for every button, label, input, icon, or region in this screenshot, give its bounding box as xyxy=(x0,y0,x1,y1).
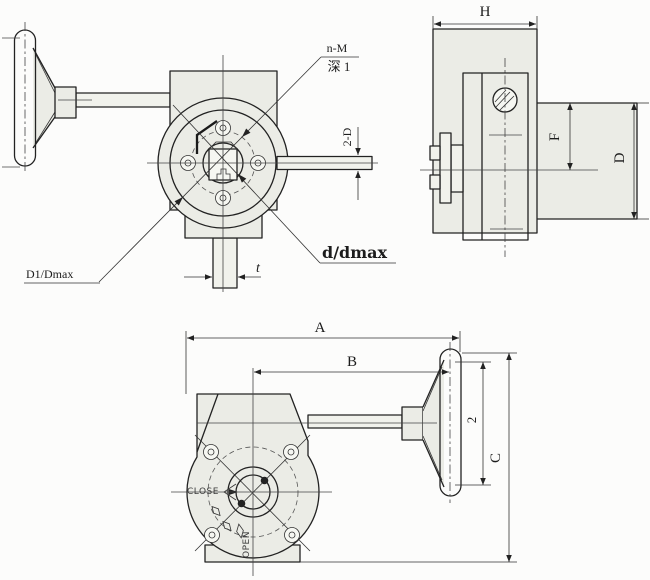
dimension-stem-width: t xyxy=(184,261,261,280)
cone-edge xyxy=(32,116,56,149)
label-handwheel-center-dim: B xyxy=(347,354,357,370)
cone-edge-inner xyxy=(34,111,56,145)
label-output-shaft-dim: 2-D xyxy=(340,127,354,146)
cone-edge-inner xyxy=(422,435,443,481)
dimension-overall-height: C xyxy=(488,353,512,562)
indicator-dot xyxy=(260,476,269,485)
dimension-body-height: D xyxy=(612,103,637,219)
input-shaft-plan xyxy=(307,414,403,429)
label-thread-spec: n-M xyxy=(327,41,348,55)
label-handwheel-width-dim: 2 xyxy=(464,417,479,424)
dimension-overall-length: A xyxy=(187,320,459,341)
handwheel-cone xyxy=(33,48,55,148)
front-view: n-M 深 1 2-D d/dmax D1/Dmax t xyxy=(2,22,396,292)
bolt-hole-inner xyxy=(288,531,296,539)
handwheel-hub xyxy=(54,86,77,119)
rotation-mark xyxy=(211,505,221,517)
dimension-flange-offset: F xyxy=(547,103,573,170)
hatch-line xyxy=(499,95,515,111)
leader-arrow xyxy=(238,174,247,183)
label-thread-depth: 深 1 xyxy=(328,59,351,74)
valve-stem xyxy=(212,237,238,289)
shaft-mount xyxy=(429,132,464,204)
label-overall-length-dim: A xyxy=(315,320,326,336)
leader-arrow xyxy=(242,128,251,137)
label-body-width-dim: H xyxy=(480,4,491,20)
handwheel-front xyxy=(2,22,92,174)
mount-tab xyxy=(429,145,441,161)
mount-tab xyxy=(429,174,441,190)
indicator-dot xyxy=(237,499,246,508)
rotation-mark xyxy=(222,520,232,532)
bolt-hole-inner xyxy=(287,448,295,456)
label-bore-dim: d/dmax xyxy=(322,243,388,262)
bolt-hole xyxy=(203,444,219,460)
handwheel-cone-plan xyxy=(423,360,444,487)
label-open-marking: OPEN xyxy=(242,531,252,558)
cover-bolt-holes xyxy=(203,444,300,543)
bore-notch xyxy=(216,168,231,180)
label-flange-offset-dim: F xyxy=(547,133,563,141)
dimension-handwheel-width: 2 xyxy=(464,362,486,485)
hatch-line xyxy=(494,89,507,103)
dimension-handwheel-center: B xyxy=(254,354,449,375)
handwheel-rim-plan xyxy=(439,348,462,497)
mount-boss xyxy=(450,144,464,193)
cone-edge xyxy=(32,47,56,89)
label-stem-width-dim: t xyxy=(256,261,261,276)
hatch-line xyxy=(495,91,511,108)
bolt-hole xyxy=(283,444,299,460)
dimension-output-shaft: 2-D xyxy=(340,127,361,200)
keyway-step xyxy=(195,120,218,154)
mount-plate xyxy=(439,132,452,204)
label-flange-dim: D1/Dmax xyxy=(26,267,73,281)
dimension-body-width: H xyxy=(434,4,536,27)
bolt-hole-inner xyxy=(207,448,215,456)
cone-edge-inner xyxy=(34,52,56,94)
handwheel-hub-plan xyxy=(401,406,424,441)
side-view: H F D xyxy=(420,4,649,257)
label-overall-height-dim: C xyxy=(488,453,504,463)
plan-view: CLOSE OPEN A B 2 C xyxy=(171,320,517,576)
bolt-hole-inner xyxy=(208,531,216,539)
leader-line xyxy=(98,56,322,283)
leader-line xyxy=(172,104,321,264)
leader-arrow xyxy=(174,197,183,206)
bolt-hole xyxy=(204,527,220,543)
label-body-height-dim: D xyxy=(612,152,628,163)
bolt-hole xyxy=(284,527,300,543)
rotation-mark xyxy=(236,523,244,539)
